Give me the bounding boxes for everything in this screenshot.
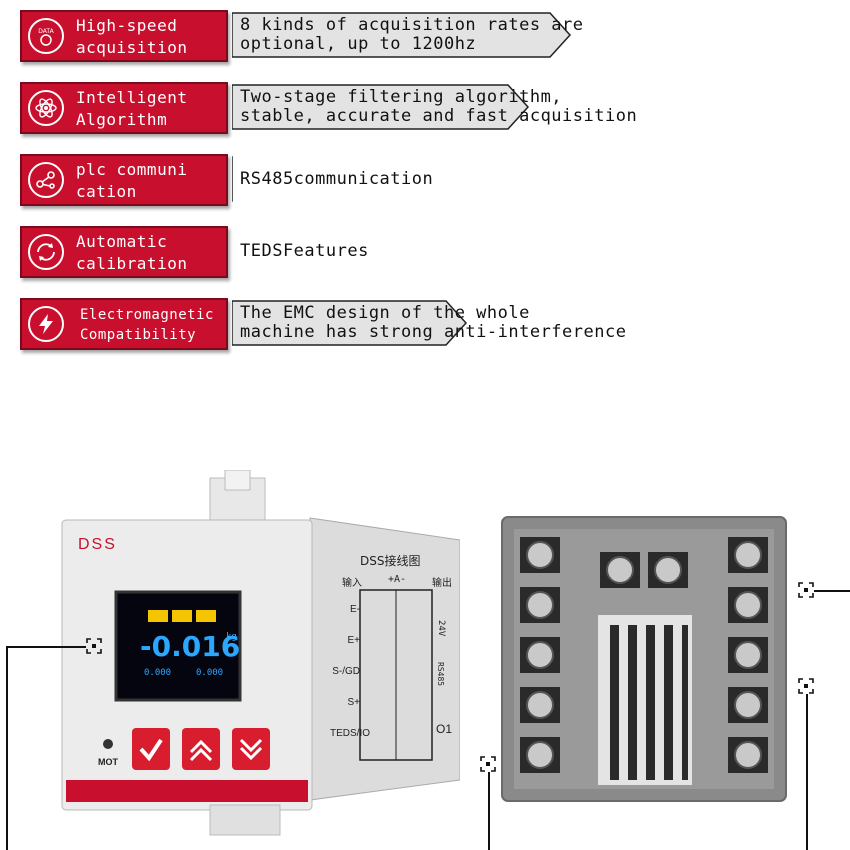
feature-description: TEDSFeatures: [240, 241, 369, 261]
wiring-input-label: 输入: [342, 578, 362, 589]
terminal-screw: [526, 641, 554, 669]
callout-line: [6, 646, 86, 648]
wiring-pin-label: TEDS/IO: [330, 728, 371, 739]
feature-arrow: RS485communication: [232, 156, 433, 202]
feature-label: Intelligent Algorithm: [76, 88, 188, 129]
feature-badge: Intelligent Algorithm: [20, 82, 228, 134]
callout-line: [6, 646, 8, 850]
display-value: -0.016: [140, 630, 241, 663]
terminal-screw: [734, 541, 762, 569]
mot-label: MOT: [98, 757, 118, 767]
feature-description: 8 kinds of acquisition rates are optiona…: [240, 15, 584, 54]
wiring-power-label: 24V: [436, 620, 446, 637]
data-icon: DATA: [28, 18, 64, 54]
display-small-left: 0.000: [144, 668, 172, 678]
feature-arrow: The EMC design of the whole machine has …: [232, 300, 626, 346]
wiring-out-label: O1: [436, 722, 453, 736]
wiring-ab-label: +A-: [388, 574, 407, 585]
feature-arrow: 8 kinds of acquisition rates are optiona…: [232, 12, 583, 58]
wiring-title: DSS接线图: [360, 554, 421, 568]
feature-label: High-speed acquisition: [76, 16, 188, 57]
feature-arrow: Two-stage filtering algorithm, stable, a…: [232, 84, 637, 130]
feature-badge: plc communi cation: [20, 154, 228, 206]
focus-marker-icon: [86, 638, 102, 654]
wiring-pin-label: S-/GD: [332, 666, 360, 677]
callout-line: [806, 694, 808, 850]
wiring-pin-label: E+: [347, 635, 360, 646]
terminal-screw: [526, 591, 554, 619]
lightning-icon: [28, 306, 64, 342]
wiring-output-label: 输出: [432, 578, 452, 589]
terminal-screw: [734, 741, 762, 769]
feature-badge: Automatic calibration: [20, 226, 228, 278]
feature-description: Two-stage filtering algorithm, stable, a…: [240, 87, 638, 126]
network-icon: [28, 162, 64, 198]
feature-description: The EMC design of the whole machine has …: [240, 303, 627, 342]
wiring-pin-label: E-: [350, 604, 360, 615]
wiring-comm-label: RS485: [436, 662, 445, 687]
svg-text:DATA: DATA: [38, 28, 54, 35]
terminal-screw: [606, 556, 634, 584]
terminal-screw: [734, 591, 762, 619]
terminal-screw: [734, 641, 762, 669]
focus-marker-icon: [798, 678, 814, 694]
gear-cycle-icon: [28, 234, 64, 270]
terminal-screw: [734, 691, 762, 719]
feature-badge: DATA High-speed acquisition: [20, 10, 228, 62]
wiring-pin-label: S+: [347, 697, 360, 708]
terminal-screw: [654, 556, 682, 584]
feature-description: RS485communication: [240, 169, 434, 189]
focus-marker-icon: [798, 582, 814, 598]
callout-line: [488, 772, 490, 850]
terminal-screw: [526, 541, 554, 569]
feature-label: Electromagnetic Compatibility: [80, 307, 214, 343]
feature-label: plc communi cation: [76, 160, 188, 201]
brand-label: DSS: [78, 536, 117, 553]
focus-marker-icon: [480, 756, 496, 772]
device-back-photo: [500, 515, 790, 805]
atom-icon: [28, 90, 64, 126]
callout-line: [814, 590, 850, 592]
feature-label: Automatic calibration: [76, 232, 188, 273]
terminal-screw: [526, 741, 554, 769]
display-small-right: 0.000: [196, 668, 224, 678]
display-unit: kg: [226, 632, 237, 642]
terminal-screw: [526, 691, 554, 719]
device-front-photo: DSS -0.016 kg 0.000 0.000 MOT DSS接线图 输入 …: [60, 469, 461, 840]
feature-badge: Electromagnetic Compatibility: [20, 298, 228, 350]
